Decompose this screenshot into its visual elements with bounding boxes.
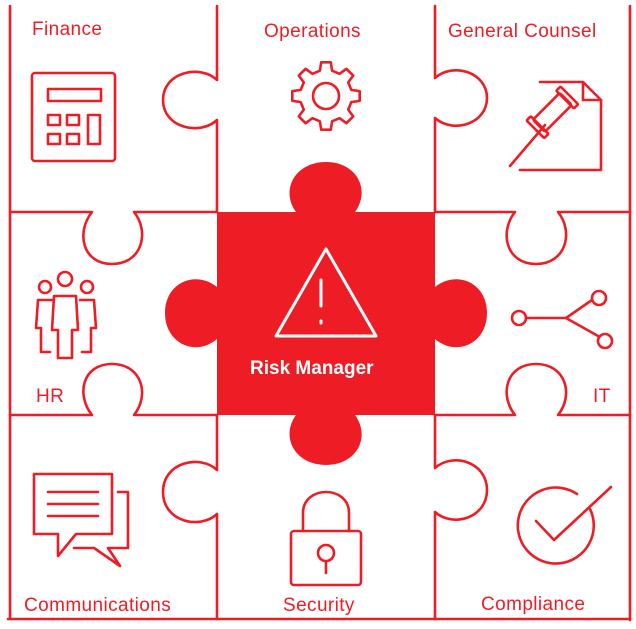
checkmark-circle-icon [516,485,613,565]
piece-label-communications: Communications [24,595,172,616]
piece-label-finance: Finance [32,19,103,40]
piece-label-general-counsel: General Counsel [448,21,597,42]
network-share-icon [510,289,614,350]
piece-label-it: IT [593,386,611,407]
center-piece-risk-manager [165,162,487,465]
piece-label-security: Security [283,595,355,616]
calculator-icon [30,71,117,163]
puzzle-outlines [6,4,632,622]
piece-label-compliance: Compliance [481,594,586,615]
gavel-document-icon [508,80,603,172]
center-label-risk-manager: Risk Manager [250,358,374,379]
people-icon [34,270,98,360]
chat-bubbles-icon [32,472,130,568]
piece-label-hr: HR [36,386,65,407]
gear-icon [291,61,361,131]
piece-label-operations: Operations [264,21,361,42]
padlock-icon [289,490,363,587]
warning-triangle-icon [274,247,378,338]
